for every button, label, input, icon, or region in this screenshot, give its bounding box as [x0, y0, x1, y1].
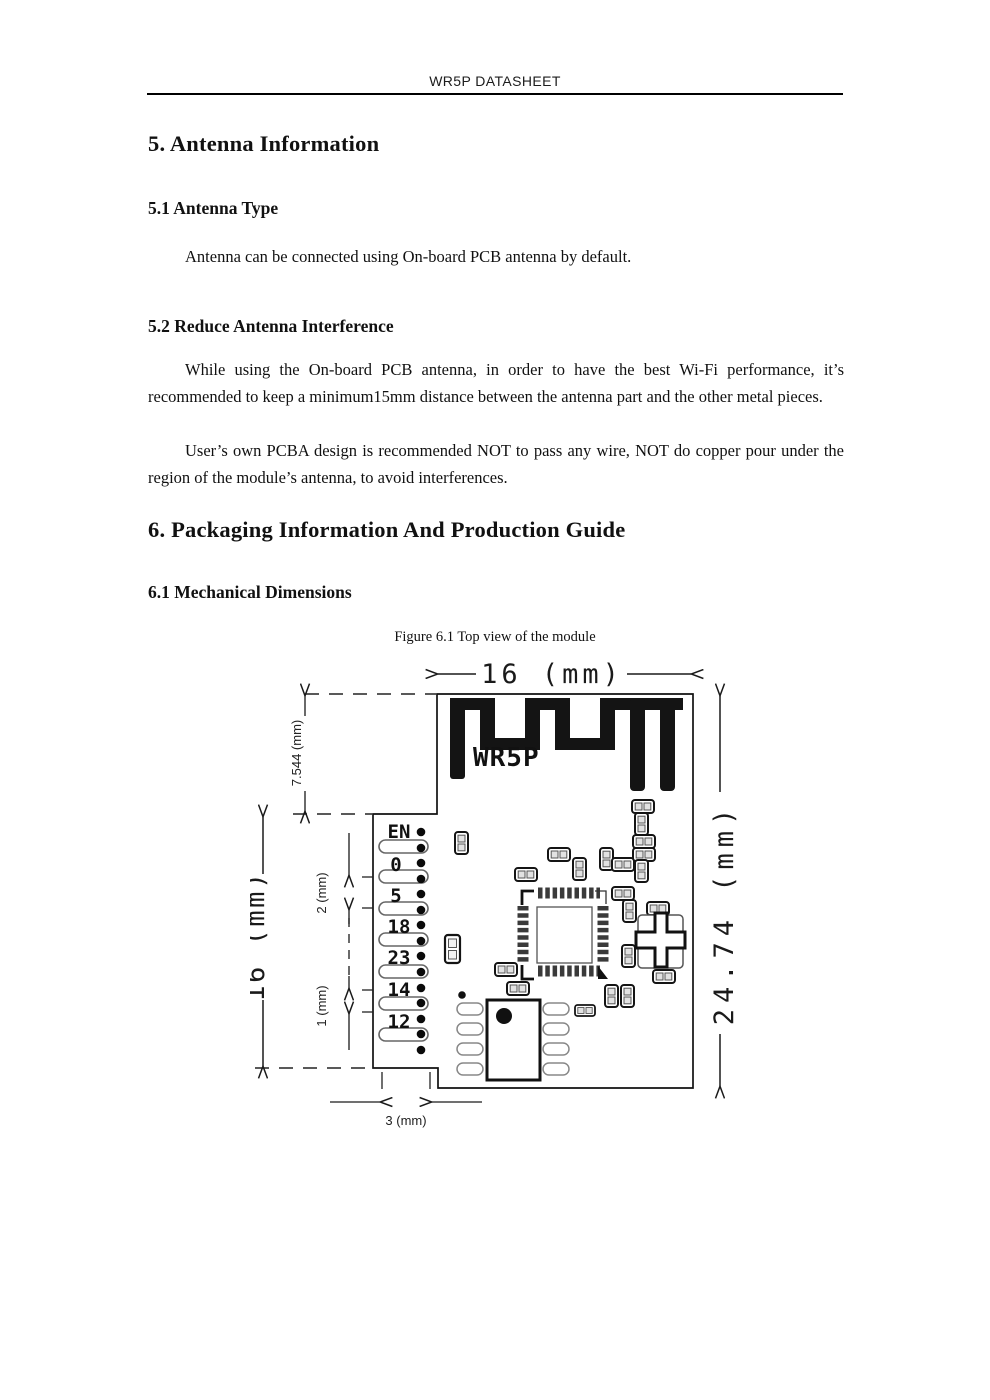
dimension-pin-offset-label: 1 (mm) [314, 985, 329, 1026]
pin-label-23: 23 [388, 947, 411, 969]
page-header-title: WR5P DATASHEET [429, 73, 561, 89]
module-top-view-drawing: WR5P 16 (mm) 24.74 (mm) 16 (mm) 7.544 (m… [240, 659, 740, 1128]
heading-antenna-type: 5.1 Antenna Type [148, 198, 279, 218]
dimension-left-height: 16 (mm) [240, 817, 271, 1066]
cross-component [634, 911, 687, 969]
paragraph-antenna-type: Antenna can be connected using On-board … [185, 247, 632, 266]
crystal-side-pads [456, 1002, 570, 1076]
dimension-pad-width: 3 (mm) [330, 1072, 482, 1128]
dimension-pin-pitch-label: 2 (mm) [314, 872, 329, 913]
pin-label-en: EN [388, 821, 411, 843]
dimension-antenna-height-label: 7.544 (mm) [289, 720, 304, 786]
dimension-pin-pitch: 2 (mm) 1 (mm) [314, 833, 373, 1050]
dimension-pad-width-label: 3 (mm) [385, 1113, 426, 1128]
qfn-pin1-marker [598, 966, 608, 979]
heading-packaging-information: 6. Packaging Information And Production … [148, 517, 626, 542]
edge-pin-pads: EN 0 5 18 23 14 12 [378, 821, 429, 1055]
crystal-component [456, 991, 570, 1082]
module-outline [372, 693, 694, 1089]
footprint-pin1-dot [458, 991, 466, 999]
dimension-antenna-height: 7.544 (mm) [289, 696, 305, 811]
pin-label-5: 5 [390, 885, 401, 907]
paragraph-interference-2: User’s own PCBA design is recommended NO… [148, 441, 844, 487]
pin-label-0: 0 [390, 854, 401, 876]
qfn-body [536, 906, 593, 964]
crystal-pin1-dot [496, 1008, 512, 1024]
pin-label-14: 14 [388, 979, 411, 1001]
qfn-chip [517, 887, 609, 981]
heading-mechanical-dimensions: 6.1 Mechanical Dimensions [148, 582, 352, 602]
dimension-right-height-label: 24.74 (mm) [709, 803, 740, 1026]
pin-labels: EN 0 5 18 23 14 12 [388, 821, 411, 1033]
header-rule [147, 93, 843, 95]
figure-caption: Figure 6.1 Top view of the module [394, 629, 596, 645]
dimension-top-width: 16 (mm) [438, 659, 691, 690]
dimension-top-width-label: 16 (mm) [481, 659, 623, 690]
crystal-body [485, 998, 542, 1082]
castellation-holes [416, 827, 426, 1055]
pcb-antenna-trace [450, 698, 683, 791]
dimension-left-height-label: 16 (mm) [250, 870, 271, 1001]
heading-reduce-interference: 5.2 Reduce Antenna Interference [148, 316, 394, 336]
dimension-right-height: 24.74 (mm) [709, 696, 740, 1086]
paragraph-interference-1: While using the On-board PCB antenna, in… [148, 360, 844, 406]
module-silkscreen-label: WR5P [473, 743, 540, 773]
pin-label-12: 12 [388, 1011, 411, 1033]
figure-mechanical-drawing: WR5P 16 (mm) 24.74 (mm) 16 (mm) 7.544 (m… [240, 652, 770, 1149]
pin-label-18: 18 [388, 916, 411, 938]
heading-antenna-information: 5. Antenna Information [148, 131, 380, 156]
